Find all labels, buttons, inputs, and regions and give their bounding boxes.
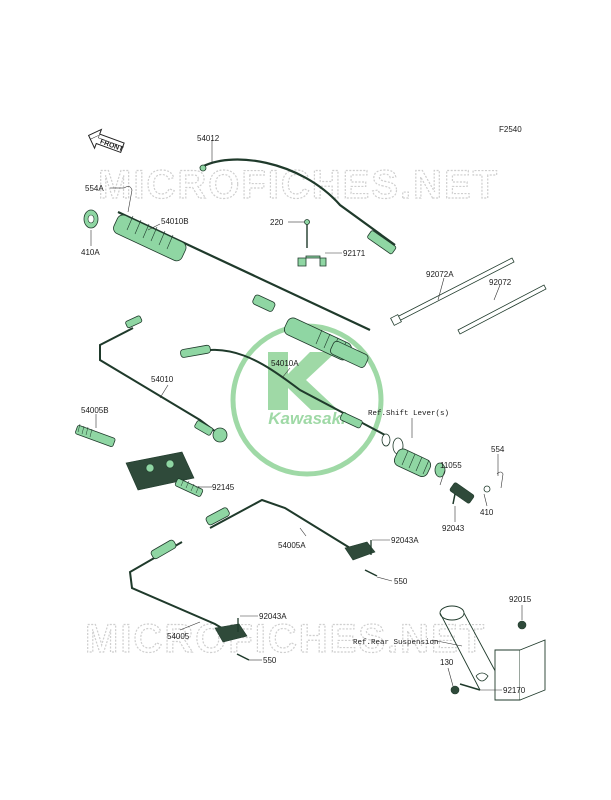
label-410[interactable]: 410 — [480, 508, 494, 517]
cable-54005a — [205, 498, 378, 577]
label-92170[interactable]: 92170 — [503, 686, 526, 695]
cable-tie-92072 — [457, 284, 547, 335]
pin-554a — [123, 186, 133, 213]
bracket-92171 — [297, 219, 327, 267]
label-54010b[interactable]: 54010B — [161, 217, 189, 226]
label-11055[interactable]: 11055 — [440, 461, 462, 470]
cable-54010a — [180, 340, 386, 436]
label-54010[interactable]: 54010 — [151, 375, 174, 384]
label-54005a[interactable]: 54005A — [278, 541, 306, 550]
part-labels: 54012 554A 410A 54010B 220 92171 92072A … — [81, 134, 532, 695]
label-550-upper[interactable]: 550 — [394, 577, 408, 586]
watermark-top: MICROFICHES.NET — [98, 163, 499, 207]
label-92043a-lower[interactable]: 92043A — [259, 612, 287, 621]
washer-410a — [83, 209, 99, 229]
label-554a[interactable]: 554A — [85, 184, 104, 193]
label-54005b[interactable]: 54005B — [81, 406, 109, 415]
shift-lever-parts — [381, 433, 504, 505]
leader-lines — [90, 140, 523, 691]
figure-code: F2540 — [499, 125, 522, 134]
ref-rear-suspension[interactable]: Ref.Rear Suspension — [353, 639, 439, 647]
spring-92145 — [174, 478, 204, 497]
label-92145[interactable]: 92145 — [212, 483, 235, 492]
label-54005[interactable]: 54005 — [167, 632, 190, 641]
label-92072[interactable]: 92072 — [489, 278, 512, 287]
label-554[interactable]: 554 — [491, 445, 505, 454]
label-54012[interactable]: 54012 — [197, 134, 220, 143]
watermark-bottom: MICROFICHES.NET — [85, 617, 486, 661]
label-92015[interactable]: 92015 — [509, 595, 532, 604]
adjuster-54005b — [75, 423, 195, 491]
rear-suspension-bracket — [439, 605, 546, 701]
label-54010a[interactable]: 54010A — [271, 359, 299, 368]
cable-54010 — [99, 315, 228, 443]
label-92043[interactable]: 92043 — [442, 524, 465, 533]
label-92171[interactable]: 92171 — [343, 249, 366, 258]
label-410a[interactable]: 410A — [81, 248, 100, 257]
cable-tie-92072a — [390, 257, 515, 326]
front-arrow: FRONT — [87, 128, 125, 154]
cable-54005 — [128, 539, 250, 661]
label-130[interactable]: 130 — [440, 658, 454, 667]
logo-text: Kawasaki — [268, 409, 347, 428]
label-92072a[interactable]: 92072A — [426, 270, 454, 279]
kawasaki-logo: Kawasaki — [230, 323, 384, 477]
ref-shift-lever[interactable]: Ref.Shift Lever(s) — [368, 410, 449, 418]
label-92043a-upper[interactable]: 92043A — [391, 536, 419, 545]
label-550-lower[interactable]: 550 — [263, 656, 277, 665]
label-220[interactable]: 220 — [270, 218, 284, 227]
